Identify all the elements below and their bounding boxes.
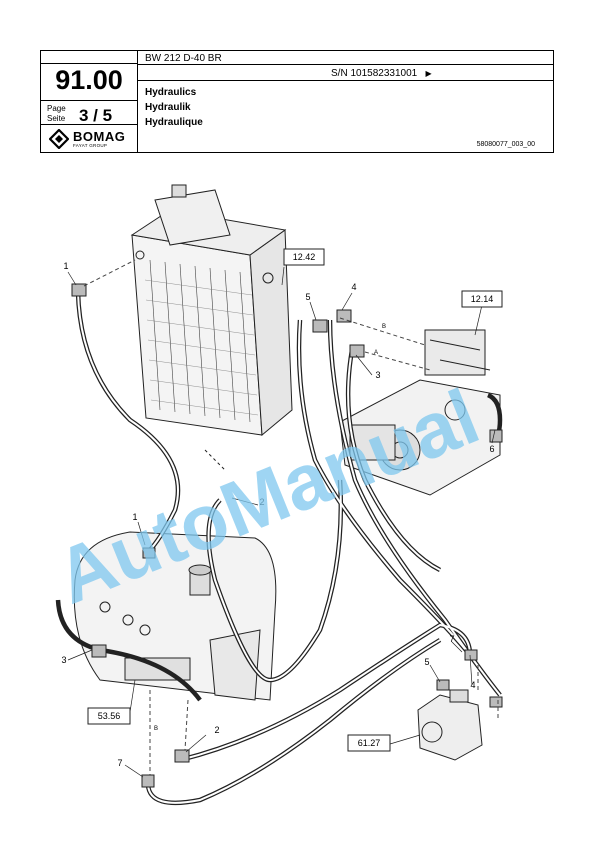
callout-5b: 5: [424, 657, 429, 667]
callout-4b: 4: [470, 680, 475, 690]
callout-2a: 2: [259, 497, 264, 507]
logo-text: BOMAG: [73, 129, 126, 144]
letter-b-lower: B: [154, 726, 158, 732]
page-label-en: Page: [47, 104, 66, 113]
page-label-de: Seite: [47, 114, 66, 123]
ref-box-61-27: 61.27: [358, 738, 381, 748]
serial-arrow-icon: ▶: [425, 69, 432, 78]
callout-7b: 7: [117, 758, 122, 768]
callout-2b: 2: [214, 725, 219, 735]
hydraulic-assembly-drawing: 12.42 12.14 53.56 61.27 1 1 2 2 3 3 4 4 …: [55, 184, 503, 806]
callout-6: 6: [489, 444, 494, 454]
ref-box-53-56: 53.56: [98, 711, 121, 721]
page-value: 3 / 5: [79, 106, 113, 125]
logo-subtext: FAYAT GROUP: [73, 143, 108, 148]
callout-5a: 5: [305, 292, 310, 302]
reference-boxes: [87, 248, 503, 752]
serial-number: S/N 101582331001 ▶: [331, 68, 432, 79]
header-left-column: 91.00 Page Seite 3 / 5 BOMAG FAYAT GROUP: [41, 51, 138, 152]
model-name: BW 212 D-40 BR: [145, 53, 222, 64]
ref-box-12-42: 12.42: [293, 252, 316, 262]
bomag-diamond-icon: [48, 128, 70, 150]
callout-3a: 3: [375, 370, 380, 380]
callout-1b: 1: [132, 512, 137, 522]
section-number: 91.00: [55, 65, 123, 95]
radiator-cooler: [130, 184, 293, 471]
document-number: 58080077_003_00: [476, 141, 535, 148]
serial-text: S/N 101582331001: [331, 68, 418, 79]
fittings: [71, 283, 503, 788]
header-block: 91.00 Page Seite 3 / 5 BOMAG FAYAT GROUP…: [40, 50, 554, 153]
title-de: Hydraulik: [145, 102, 191, 113]
letter-b-upper: B: [382, 324, 386, 330]
hydraulic-pump: [339, 329, 501, 496]
ref-box-12-14: 12.14: [471, 294, 494, 304]
letter-a-upper: A: [374, 350, 378, 356]
bomag-logo: BOMAG FAYAT GROUP: [48, 128, 133, 150]
callout-1a: 1: [63, 261, 68, 271]
callout-7a: 7: [449, 634, 454, 644]
callout-3b: 3: [61, 655, 66, 665]
hydraulic-motor: [417, 689, 483, 761]
callout-4a: 4: [351, 282, 356, 292]
title-en: Hydraulics: [145, 87, 197, 98]
title-fr: Hydraulique: [145, 117, 203, 128]
